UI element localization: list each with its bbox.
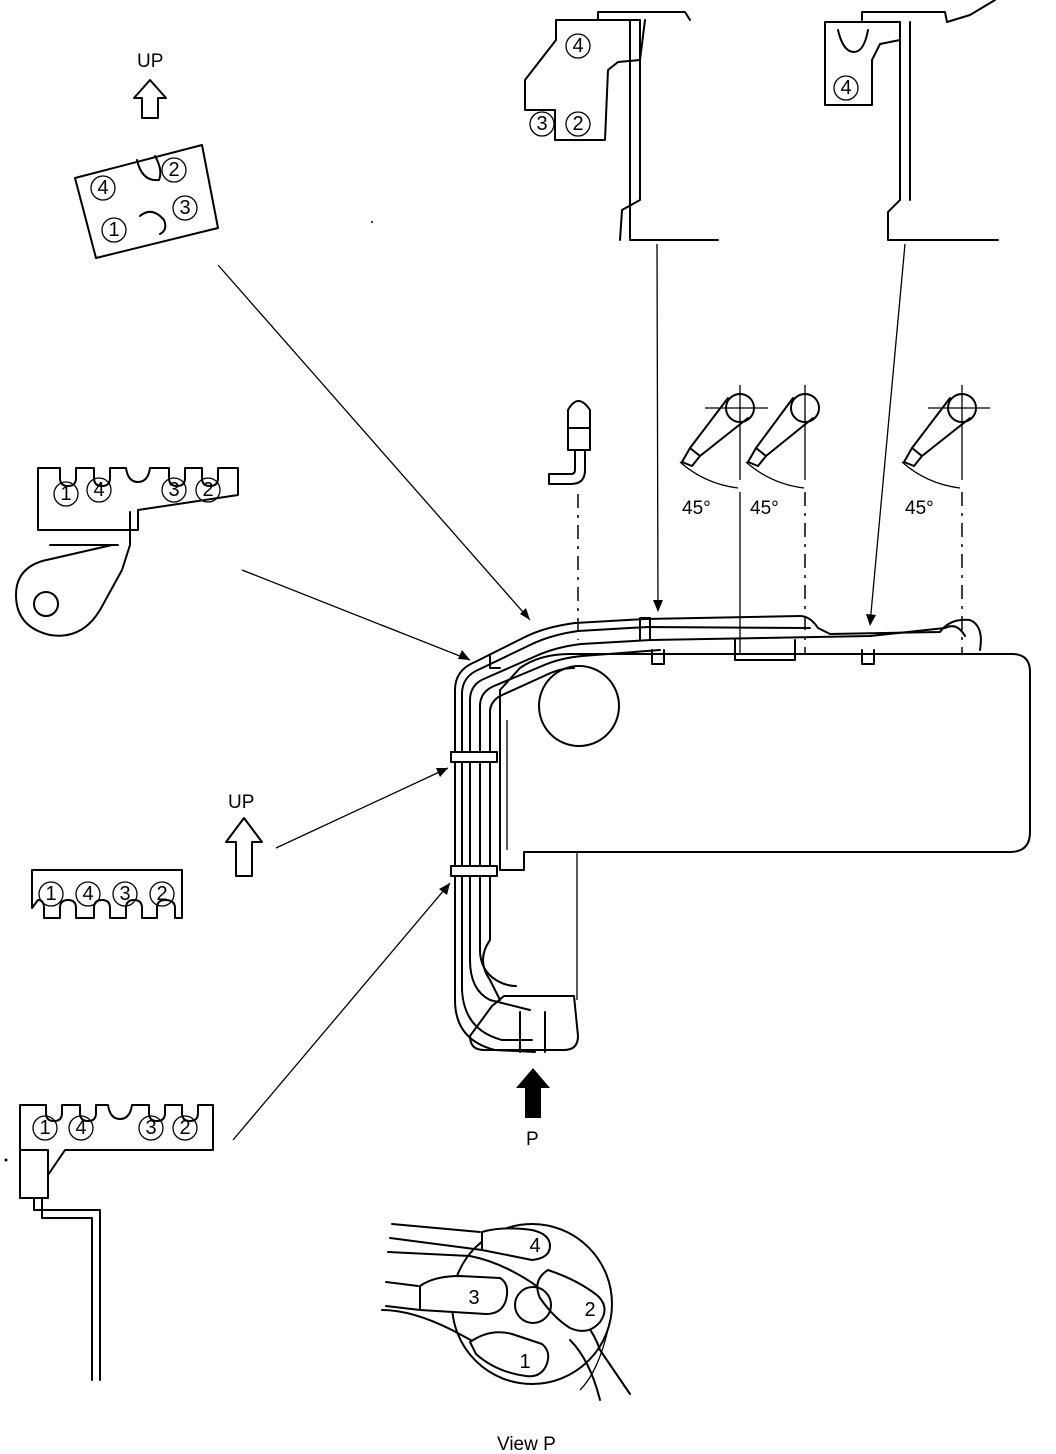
svg-text:3: 3: [119, 883, 130, 905]
plug-cap-angled-2: 45°: [745, 385, 820, 519]
svg-text:3: 3: [179, 197, 190, 219]
svg-text:4: 4: [93, 479, 104, 501]
svg-text:1: 1: [108, 219, 119, 241]
plug-cap-angled-1: 45°: [679, 385, 768, 519]
up-label-middle: UP: [228, 792, 254, 813]
plug-cap-straight: [548, 400, 591, 485]
spark-plug-wire-harness: [450, 615, 982, 1053]
plug-cap-angled-3: 45°: [901, 385, 990, 519]
svg-text:3: 3: [168, 479, 179, 501]
svg-text:2: 2: [156, 883, 167, 905]
clamp-slot-3: [172, 195, 198, 221]
view-arrow-p: P: [516, 1068, 550, 1150]
view-arrow-label: P: [526, 1129, 539, 1150]
svg-text:4: 4: [572, 35, 583, 57]
clamp-slot-1: [101, 217, 127, 243]
svg-text:4: 4: [75, 1117, 86, 1139]
svg-text:1: 1: [60, 483, 71, 505]
clamp-slot-2: [161, 157, 187, 183]
view-caption: View P: [497, 1434, 556, 1454]
wire-clip-upper: [450, 751, 498, 763]
svg-text:1: 1: [45, 883, 56, 905]
svg-text:1: 1: [39, 1117, 50, 1139]
svg-text:1: 1: [519, 1351, 530, 1373]
svg-text:3: 3: [468, 1287, 479, 1309]
svg-text:4: 4: [82, 883, 93, 905]
svg-text:2: 2: [179, 1117, 190, 1139]
angle-label-3: 45°: [905, 498, 934, 519]
bracket-top-right: 4: [824, 0, 999, 241]
distributor-housing: [538, 665, 620, 747]
up-arrow-top-icon: [133, 79, 167, 119]
svg-text:3: 3: [536, 113, 547, 135]
wire-clip-lower: [450, 865, 498, 877]
svg-text:2: 2: [572, 113, 583, 135]
bracket-top-center: 4 3 2: [524, 11, 719, 241]
angle-label-1: 45°: [682, 498, 711, 519]
up-indicator-middle: UP: [225, 792, 263, 877]
view-arrow-p-icon: [516, 1068, 550, 1118]
svg-text:3: 3: [145, 1117, 156, 1139]
up-arrow-middle-icon: [225, 817, 263, 877]
engine-cylinder-head-cover: [499, 653, 1031, 1000]
leader-lines: [217, 243, 906, 1141]
up-label-top: UP: [137, 51, 163, 72]
view-p-detail: 4 3 2 1: [381, 1223, 631, 1401]
angle-label-2: 45°: [750, 498, 779, 519]
svg-text:4: 4: [97, 177, 108, 199]
svg-text:2: 2: [168, 159, 179, 181]
wire-bracket-a: 1 4 3 2: [15, 467, 239, 637]
clamp-slot-4: [90, 175, 116, 201]
wire-clamp-top-left: 4 2 1 3: [74, 144, 219, 259]
wire-comb-c: 1 4 3 2: [31, 869, 183, 919]
svg-text:2: 2: [584, 1299, 595, 1321]
svg-text:2: 2: [202, 479, 213, 501]
up-indicator-top: UP: [133, 51, 167, 119]
svg-text:4: 4: [840, 77, 851, 99]
svg-text:4: 4: [529, 1235, 540, 1257]
wire-bracket-d: 1 4 3 2: [19, 1104, 214, 1381]
